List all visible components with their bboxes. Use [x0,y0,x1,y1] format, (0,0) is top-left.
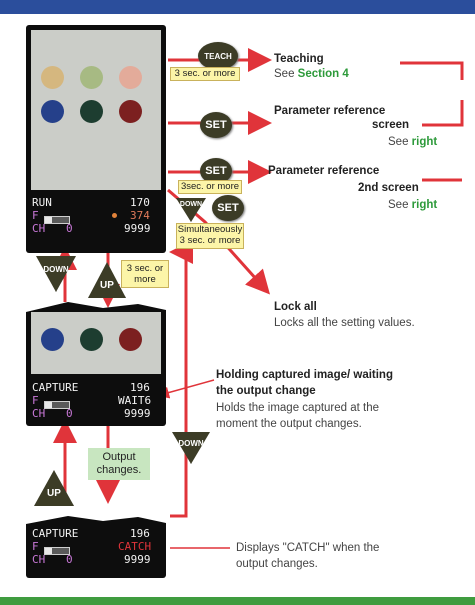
run-f-value: 374 [130,209,150,222]
set-button-1[interactable]: SET [200,112,232,138]
teaching-see-text: See [274,68,295,80]
param2-title2: 2nd screen [358,182,419,194]
simultaneous-note: Simultaneously 3 sec. or more [176,223,244,249]
param2-title: Parameter reference [268,165,380,177]
run-value: 170 [130,196,150,209]
arrow-loop-up [169,240,193,518]
teaching-see: See Section 4 [274,67,349,81]
cap2-f-value: CATCH [118,540,152,553]
color-sample-green [80,66,103,89]
teaching-section-link[interactable]: Section 4 [297,68,349,80]
run-ch-value: 9999 [124,222,151,235]
cap1-level-bar [44,396,70,414]
teach-hold-note: 3 sec. or more [170,67,240,81]
line-param1-out [422,100,464,127]
catch-desc-line2: output changes. [236,558,318,570]
cap2-level-bar [44,542,70,560]
cap1-ch-value: 9999 [124,407,151,420]
cap2-ch-num: 0 [66,553,73,566]
lcd-capture-wait: CAPTURE 196 F WAIT6 CH 0 9999 [26,302,166,426]
lock-desc: Locks all the setting values. [274,317,415,329]
cap2-ch-label: CH [32,553,46,566]
simultaneous-line2: 3 sec. or more [179,235,241,246]
cap2-mode-label: CAPTURE [32,527,79,540]
cap2-f-label: F [32,540,39,553]
param1-title: Parameter reference [274,105,386,117]
color-sample-blue [41,100,64,123]
color-sample-darkgreen [80,100,103,123]
teach-button[interactable]: TEACH [198,42,238,70]
run-level-bar [44,211,70,229]
hold-desc-line2: moment the output changes. [216,418,362,430]
run-output-indicator [112,213,117,218]
set-button-3[interactable]: SET [212,195,244,221]
param1-see: See right [388,135,437,149]
param1-see-text: See [388,136,409,148]
up-hold-note: 3 sec. or more [121,260,169,288]
cap2-value: 196 [130,527,150,540]
lcd-run: RUN 170 F 374 CH 0 9999 [26,25,166,253]
run-ch-num: 0 [66,222,73,235]
set-hold-note: 3sec. or more [178,180,242,194]
param2-right-link[interactable]: right [411,199,438,211]
arrow-hold-pointer [157,379,215,399]
run-mode-label: RUN [32,196,52,209]
cap-sample-red [119,328,142,351]
cap2-ch-value: 9999 [124,553,151,566]
lcd-capture-catch: CAPTURE 196 F CATCH CH 0 9999 [26,516,166,578]
lcd-run-camera-view [31,30,161,190]
cap1-mode-label: CAPTURE [32,381,79,394]
footer-bar [0,597,475,605]
set-button-2[interactable]: SET [200,158,232,184]
output-changes-line2: changes. [96,464,142,476]
lcd-capture-camera-view [31,312,161,374]
hold-title-line1: Holding captured image/ waiting [216,369,393,381]
color-sample-red [119,100,142,123]
param2-see: See right [388,198,437,212]
header-bar [0,0,475,14]
color-sample-yellow [41,66,64,89]
output-changes-line1: Output [102,451,136,463]
color-sample-pink [119,66,142,89]
catch-desc-line1: Displays "CATCH" when the [236,542,380,554]
param1-right-link[interactable]: right [411,136,438,148]
teaching-title: Teaching [274,53,324,65]
cap1-value: 196 [130,381,150,394]
simultaneous-line1: Simultaneously [177,224,243,235]
param1-title2: screen [372,119,410,131]
output-changes-note: Output changes. [88,448,150,480]
up-hold-line2: more [134,274,156,285]
run-ch-label: CH [32,222,46,235]
cap-sample-blue [41,328,64,351]
cap1-f-value: WAIT6 [118,394,152,407]
hold-title-line2: the output change [216,385,316,397]
up-hold-line1: 3 sec. or [126,263,164,274]
cap1-ch-num: 0 [66,407,73,420]
run-f-label: F [32,209,39,222]
hold-desc-line1: Holds the image captured at the [216,402,380,414]
param2-see-text: See [388,199,409,211]
line-teach-out [400,61,464,80]
cap1-ch-label: CH [32,407,46,420]
cap-sample-darkgreen [80,328,103,351]
cap1-f-label: F [32,394,39,407]
lock-title: Lock all [274,301,317,313]
